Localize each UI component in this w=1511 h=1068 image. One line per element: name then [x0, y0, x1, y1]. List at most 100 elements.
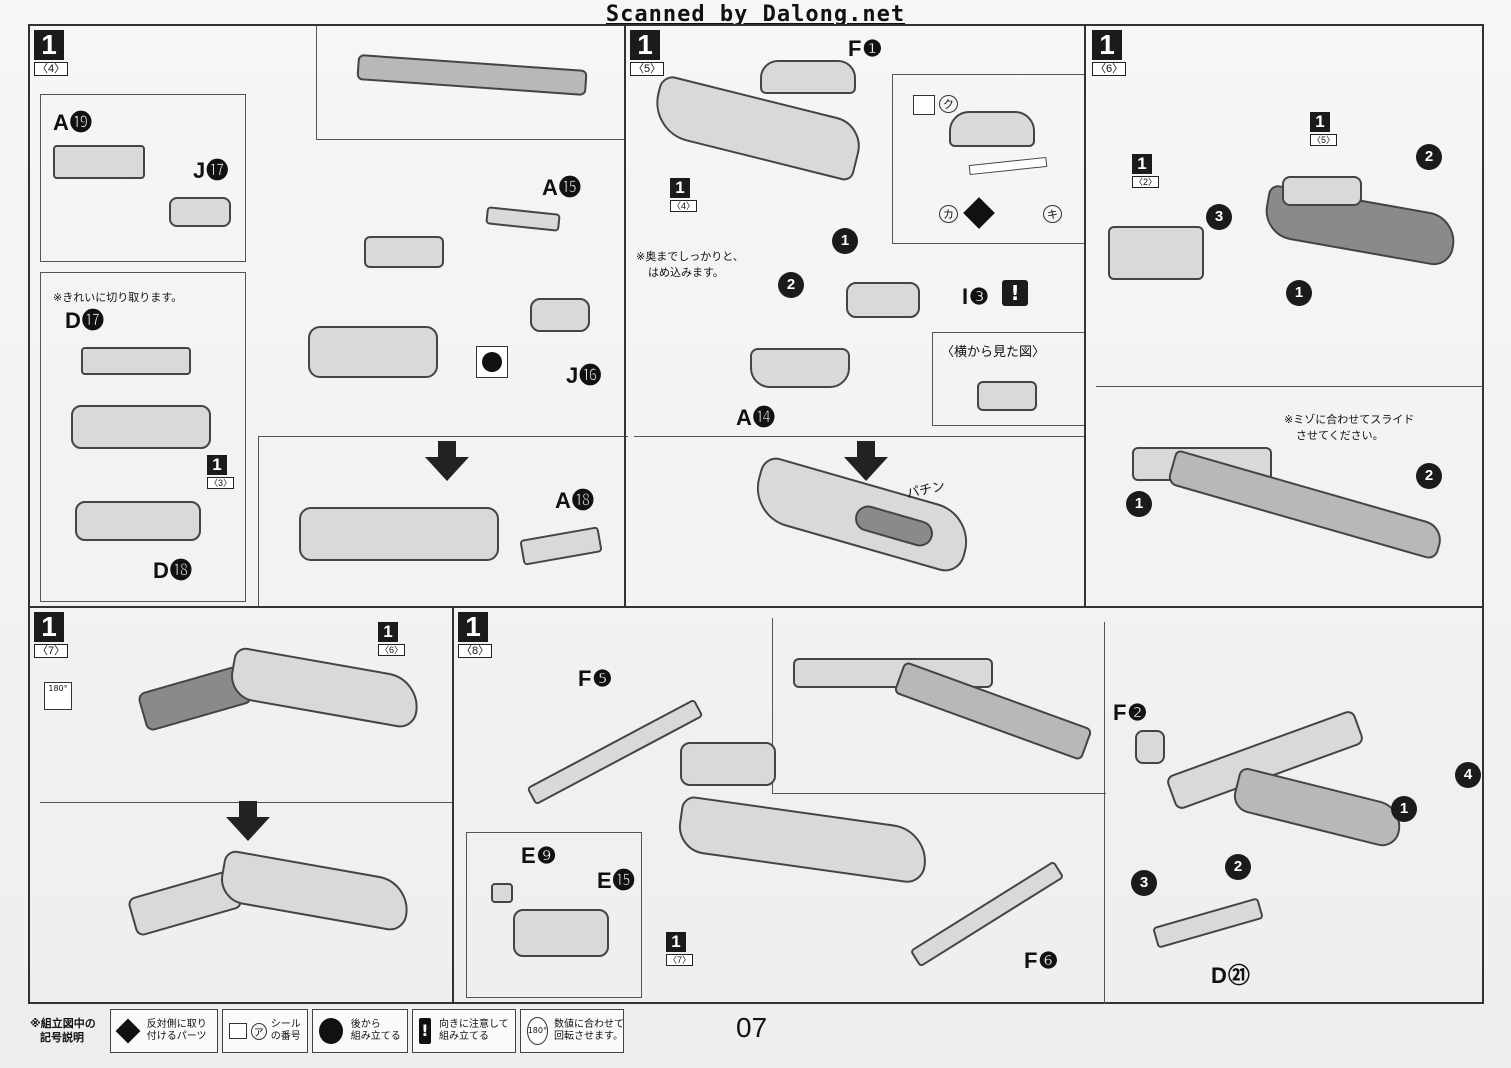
rotate-180-icon: 180° [44, 682, 72, 710]
part-d18 [75, 501, 201, 541]
ref-step-number: 1 [670, 178, 690, 198]
page-number: 07 [736, 1012, 768, 1043]
sticker-icon [913, 95, 935, 115]
legend-swap-1: 反対側に取り [146, 1019, 207, 1030]
part-label-f1: F❶ [848, 36, 884, 61]
rotate-value: 180° [48, 684, 68, 693]
part-a19 [53, 145, 145, 179]
ref-substep: 〈4〉 [670, 200, 698, 212]
result-box [40, 801, 454, 1004]
legend-sticker-1: シール [270, 1019, 301, 1030]
substep-label: 〈6〉 [1092, 62, 1127, 76]
detail-box-d17-d18: ※きれいに切り取ります。 D⓱ D⓲ 1 〈3〉 [40, 272, 246, 602]
step-number: 1 [458, 612, 488, 642]
legend-item-sticker: ア シールの番号 [221, 1009, 308, 1053]
part-label-j17: J⓱ [193, 158, 230, 183]
part-label-d18: D⓲ [153, 558, 193, 583]
panel-step-4: 1 〈4〉 A⓳ J⓱ ※きれいに切り取ります。 D⓱ D⓲ 1 〈3〉 A⓯ [28, 24, 628, 608]
detail-box-e9-e15: E❾ E⓯ [466, 832, 642, 998]
part-clip [1108, 226, 1204, 280]
legend-item-later: 後から組み立てる [311, 1009, 408, 1053]
legend-title-2: 記号説明 [40, 1031, 84, 1044]
part-body [71, 405, 211, 449]
part-j16 [530, 298, 590, 332]
preview-box [316, 26, 626, 140]
part-wing-lower [1230, 766, 1406, 850]
preview-box [772, 618, 1106, 794]
insert-note-1: ※奥までしっかりと、 [636, 250, 744, 263]
step-marker-2: 2 [1416, 463, 1442, 489]
sticker-glyph: ア [250, 1022, 267, 1040]
part-f2 [1135, 730, 1165, 764]
part-f5 [526, 698, 704, 806]
substep-label: 〈7〉 [34, 644, 69, 658]
insert-note-2: はめ込みます。 [648, 266, 724, 279]
part-label-d17: D⓱ [65, 308, 105, 333]
ref-substep-b: 〈5〉 [1310, 134, 1338, 146]
step-marker-2: 2 [778, 272, 804, 298]
step-marker-1: 1 [1391, 796, 1417, 822]
step-marker-1: 1 [832, 228, 858, 254]
panel-step-8: 1 〈8〉 F❺ 1 〈7〉 F❻ E❾ E⓯ F❷ D㉑ 1 2 [452, 606, 1484, 1004]
result-box: パチン [634, 436, 1086, 608]
rotate-180-icon: 180° [526, 1017, 548, 1045]
sticker-ku: ク [939, 95, 958, 113]
legend-item-swap: 反対側に取り付けるパーツ [109, 1009, 218, 1053]
substep-label: 〈8〉 [458, 644, 493, 658]
step-marker-2: 2 [1225, 854, 1251, 880]
ref-step-number-a: 1 [1132, 154, 1152, 174]
slide-note-2: させてください。 [1296, 429, 1384, 442]
snap-sfx: パチン [905, 479, 947, 502]
preview-part-lower [893, 660, 1093, 762]
panel-step-5: 1 〈5〉 F❶ 1 〈4〉 ※奥までしっかりと、 はめ込みます。 1 2 I❸… [624, 24, 1086, 608]
part-label-f5: F❺ [578, 666, 614, 691]
part-d21 [1152, 897, 1264, 949]
down-arrow-icon [844, 441, 888, 481]
caution-icon: ! [418, 1018, 431, 1044]
step-marker-4: 4 [1455, 762, 1481, 788]
part-center [680, 742, 776, 786]
legend-later-2: 組み立てる [350, 1031, 401, 1042]
legend-caution-2: 組み立てる [439, 1031, 489, 1042]
ref-substep: 〈7〉 [666, 954, 694, 966]
final-assembly-box: F❷ D㉑ 1 2 3 4 [1104, 622, 1484, 1004]
legend-later-1: 後から [350, 1019, 381, 1030]
sticker-ki: キ [1043, 205, 1062, 223]
legend-item-rotate: 180° 数値に合わせて回転させます。 [519, 1009, 624, 1053]
substep-label: 〈5〉 [630, 62, 665, 76]
detail-box-a19-j17: A⓳ J⓱ [40, 94, 246, 262]
ref-step-number: 1 [207, 455, 227, 475]
step-number: 1 [1092, 30, 1122, 60]
part-upper [364, 236, 444, 268]
ref-substep-a: 〈2〉 [1132, 176, 1160, 188]
substep-label: 〈4〉 [34, 62, 69, 76]
panel-step-6: 1 〈6〉 1 〈2〉 1 〈5〉 3 2 1 ※ミゾに合わせてスライド させて… [1084, 24, 1484, 608]
sticker-ka: カ [939, 205, 958, 223]
part-a18 [519, 526, 603, 566]
legend-rotate-1: 数値に合わせて [553, 1019, 624, 1030]
canopy-detail [949, 111, 1035, 147]
part-label-e15: E⓯ [597, 868, 636, 893]
sticker-icon [228, 1023, 247, 1039]
result-box: A⓲ [258, 436, 628, 608]
ref-substep: 〈6〉 [378, 644, 406, 656]
legend-item-caution: ! 向きに注意して組み立てる [411, 1009, 516, 1053]
part-a14 [750, 348, 850, 388]
step-marker-1: 1 [1126, 491, 1152, 517]
part-label-f2: F❷ [1113, 700, 1149, 725]
assemble-later-icon [318, 1018, 343, 1044]
part-d17 [81, 347, 191, 375]
part-wing-top [1282, 176, 1362, 206]
step-marker-2: 2 [1416, 144, 1442, 170]
slide-detail-box: ※ミゾに合わせてスライド させてください。 1 2 [1096, 386, 1484, 608]
legend-rotate-2: 回転させます。 [553, 1031, 623, 1042]
part-i3 [846, 282, 920, 318]
legend-caution-1: 向きに注意して [439, 1019, 509, 1030]
rotate-glyph: 180° [527, 1026, 547, 1035]
part-e9 [491, 883, 513, 903]
side-view-title: 〈横から見た図〉 [941, 345, 1046, 360]
step-number: 1 [630, 30, 660, 60]
legend-sticker-2: の番号 [270, 1031, 301, 1042]
caution-icon: ! [1002, 280, 1028, 306]
